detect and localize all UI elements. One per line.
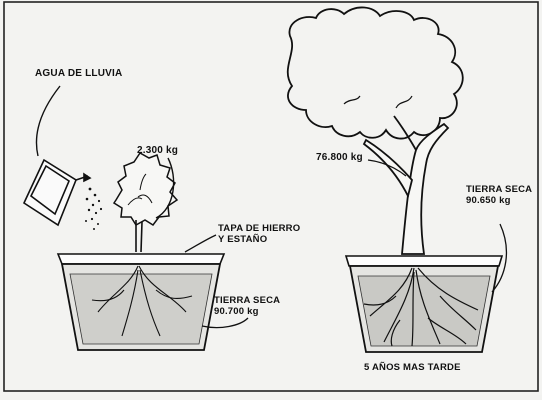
dry-soil-before-label: TIERRA SECA 90.700 kg — [214, 295, 280, 317]
small-pot-soil — [70, 274, 212, 344]
big-tree-mass-label: 76.800 kg — [316, 152, 363, 163]
small-tree-mass-label: 2.300 kg — [137, 145, 178, 156]
small-pot-lid — [58, 254, 224, 264]
five-years-later-label: 5 AÑOS MAS TARDE — [364, 362, 461, 373]
lid-label: TAPA DE HIERRO Y ESTAÑO — [218, 223, 300, 245]
big-pot-soil — [358, 276, 490, 346]
dry-soil-after-label: TIERRA SECA 90.650 kg — [466, 184, 532, 206]
rain-water-label: AGUA DE LLUVIA — [35, 68, 122, 79]
big-pot-lid — [346, 256, 502, 266]
